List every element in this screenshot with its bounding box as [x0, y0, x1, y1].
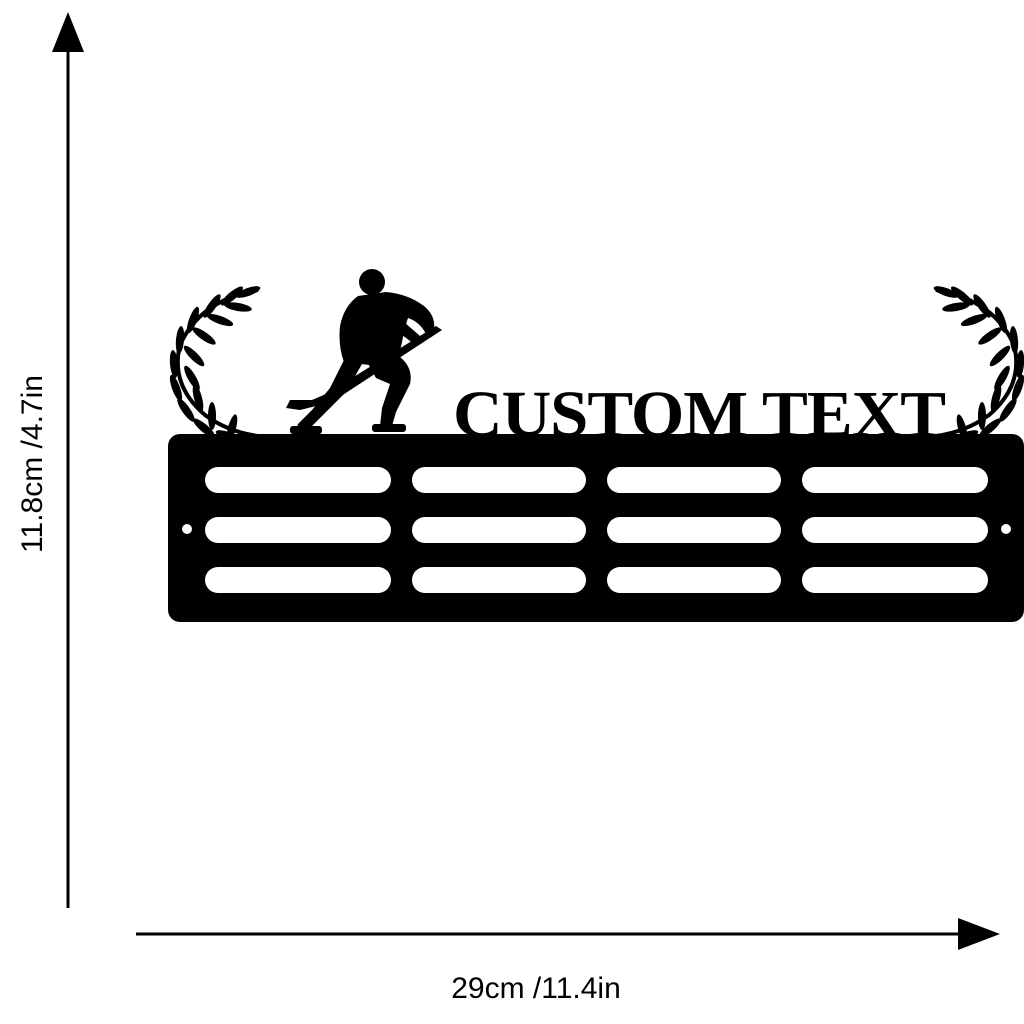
- slot: [412, 567, 586, 593]
- slot: [205, 467, 391, 493]
- slot: [802, 517, 988, 543]
- width-arrow: [136, 918, 1000, 950]
- slot: [607, 467, 781, 493]
- slot: [607, 567, 781, 593]
- slot: [205, 567, 391, 593]
- width-label: 29cm /11.4in: [451, 972, 621, 1005]
- slot: [802, 467, 988, 493]
- mounting-hole-right: [1001, 524, 1011, 534]
- height-arrow: [52, 12, 84, 908]
- mounting-hole-left: [182, 524, 192, 534]
- hockey-player-icon: [286, 269, 442, 434]
- slot: [412, 467, 586, 493]
- slot: [607, 517, 781, 543]
- slot: [205, 517, 391, 543]
- height-label: 11.8cm /4.7in: [16, 375, 49, 553]
- slot: [412, 517, 586, 543]
- right-laurel-icon: [933, 286, 1024, 442]
- left-laurel-icon: [169, 286, 261, 442]
- medal-hanger-plate: [168, 434, 1024, 622]
- slot: [802, 567, 988, 593]
